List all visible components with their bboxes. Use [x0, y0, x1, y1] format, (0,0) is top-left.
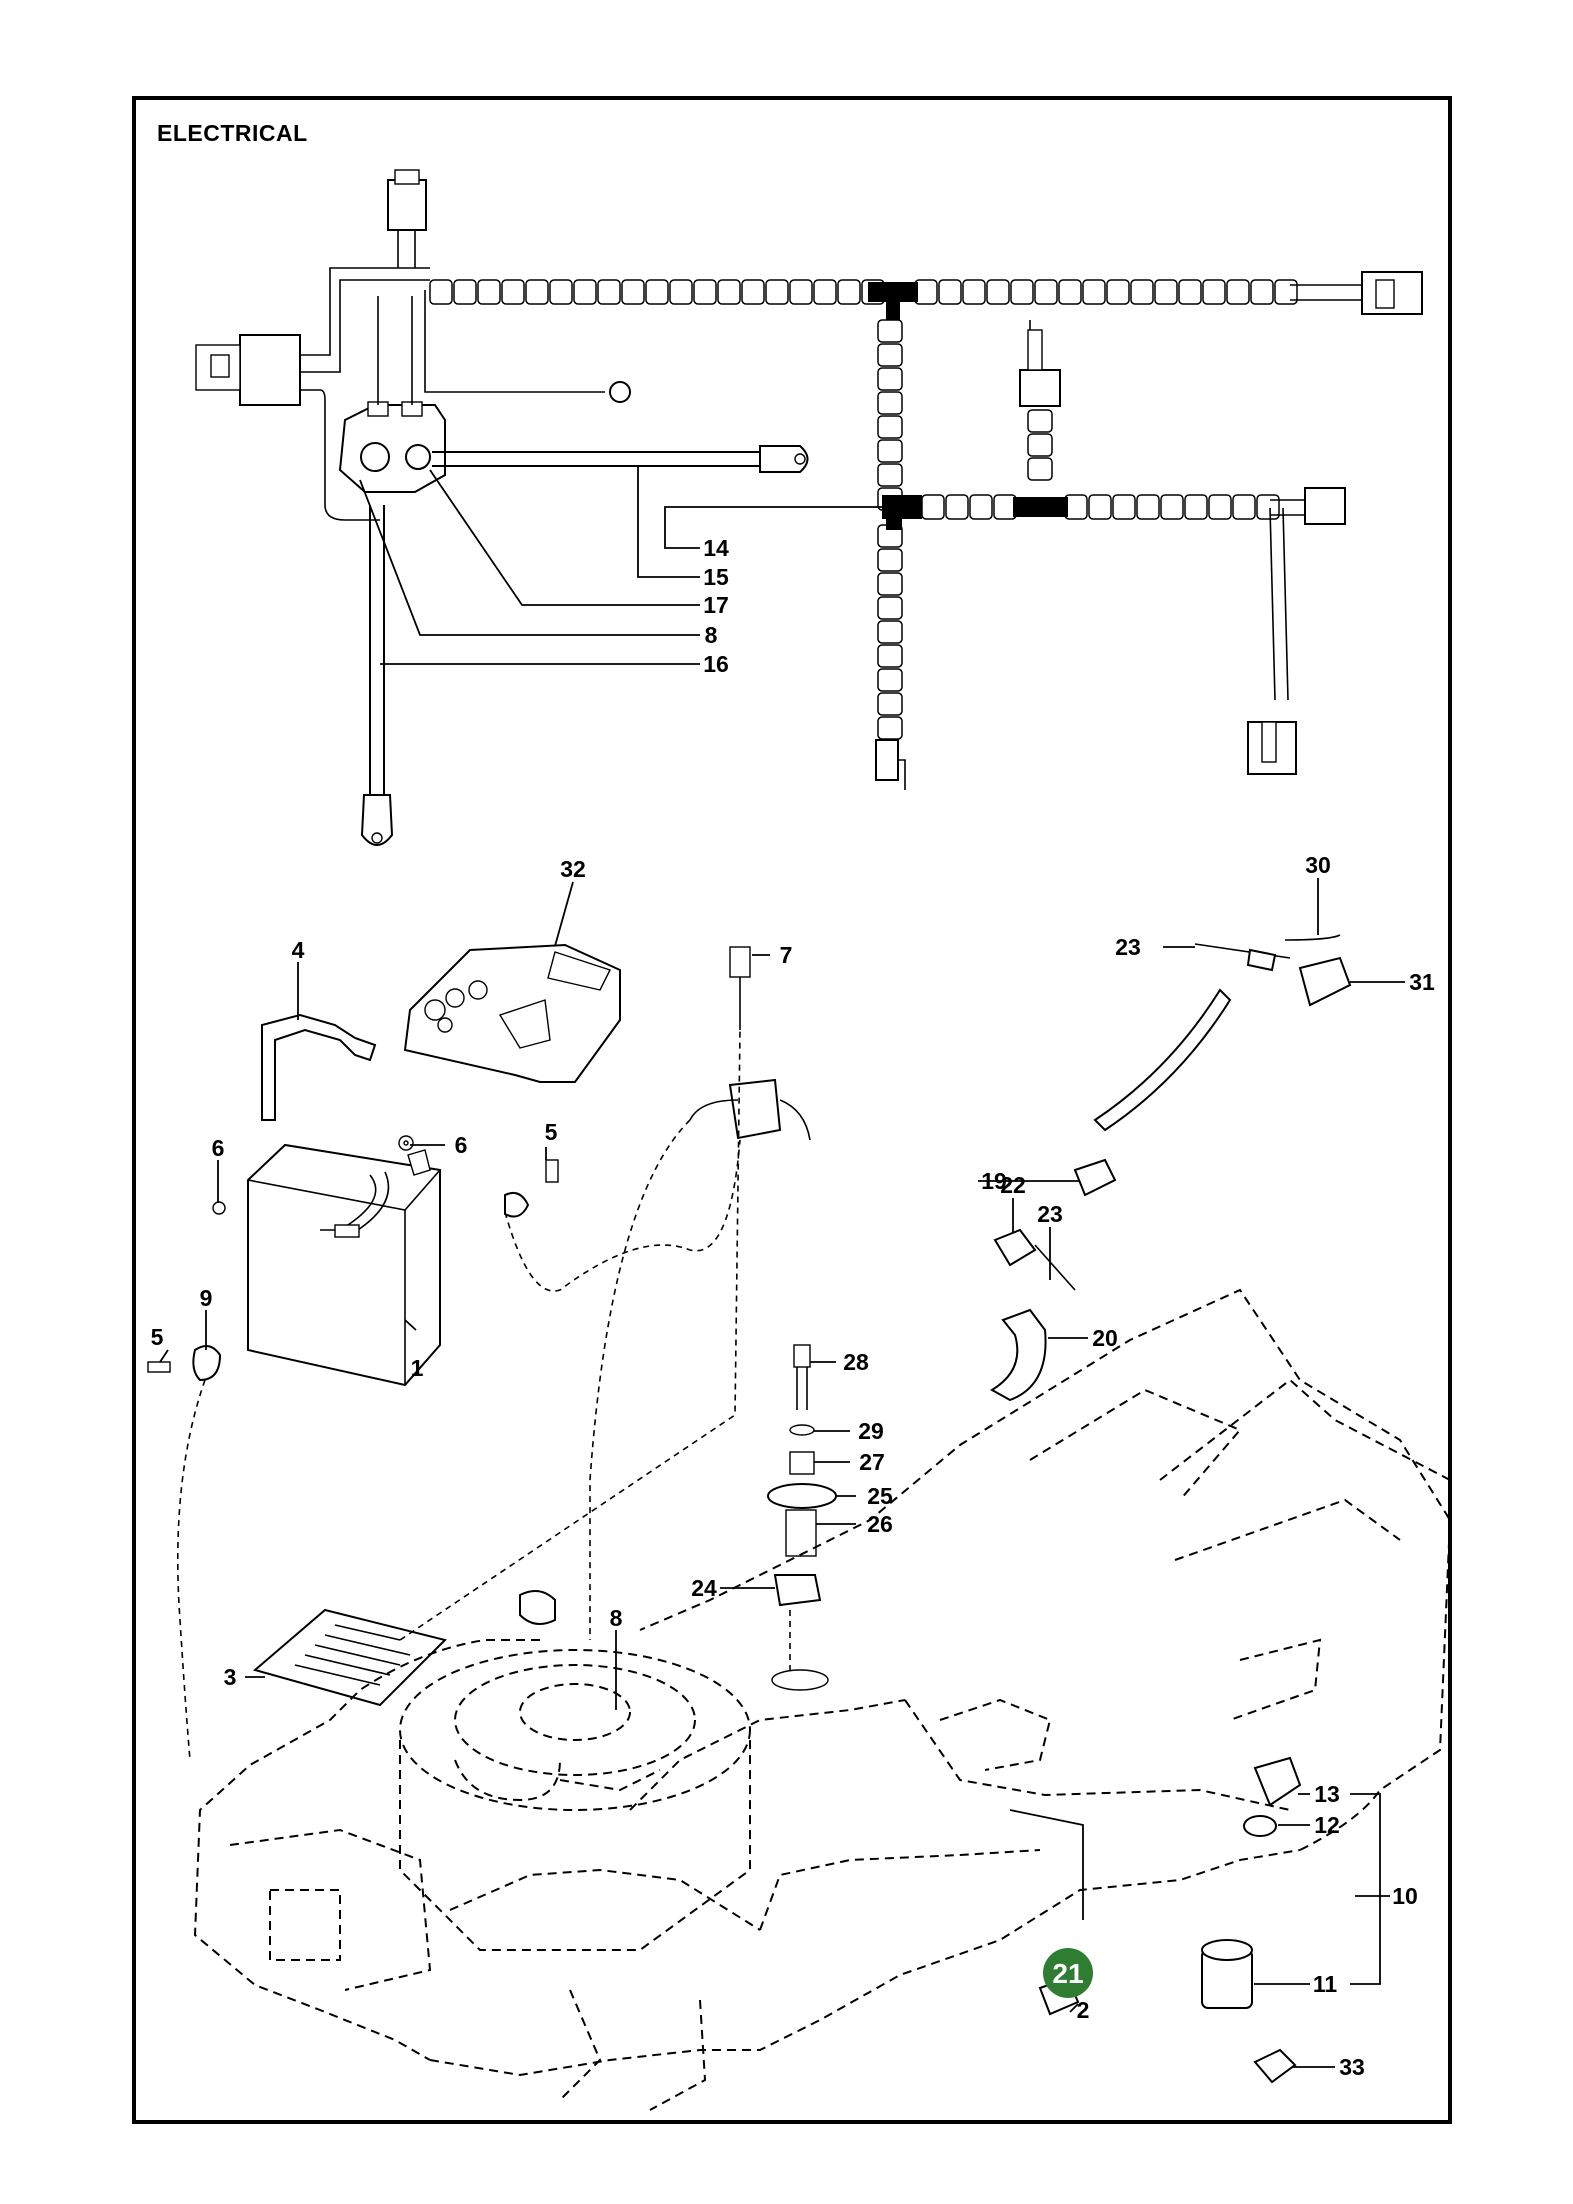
manual — [252, 1608, 447, 1707]
callout-19: 19 — [981, 1168, 1007, 1194]
callout-15: 15 — [703, 564, 729, 590]
callout-5a: 5 — [545, 1119, 558, 1145]
callout-13: 13 — [1314, 1781, 1340, 1807]
top-connector — [387, 179, 427, 231]
callout-7: 7 — [780, 942, 793, 968]
callout-8a: 8 — [705, 622, 718, 648]
solenoid — [338, 404, 446, 493]
callout-12: 12 — [1314, 1812, 1340, 1838]
callout-27: 27 — [859, 1449, 885, 1475]
callout-28: 28 — [843, 1349, 869, 1375]
fuse-holder — [589, 946, 811, 1640]
wire-harness — [195, 169, 1423, 846]
callout-33: 33 — [1339, 2054, 1365, 2080]
ignition-switch-group — [1038, 1756, 1302, 2084]
hardware-bolts — [147, 1135, 559, 1373]
mid-right-connector — [1304, 487, 1346, 525]
callout-31: 31 — [1409, 969, 1435, 995]
callout-30: 30 — [1305, 852, 1331, 878]
callout-1: 1 — [411, 1355, 424, 1381]
ground-cable — [177, 1379, 206, 1761]
callout-10: 10 — [1392, 1883, 1418, 1909]
switch-parts — [990, 934, 1352, 1402]
callout-26: 26 — [867, 1511, 893, 1537]
callout-6a: 6 — [212, 1135, 225, 1161]
battery-cover — [403, 943, 621, 1083]
leader-lines — [159, 466, 1405, 2068]
battery — [247, 1143, 441, 1387]
battery-hold-down — [261, 1013, 377, 1121]
callout-32: 32 — [560, 856, 586, 882]
relay — [239, 334, 301, 406]
callout-22: 22 — [1000, 1172, 1026, 1198]
post-assembly — [767, 1344, 837, 1691]
callout-20: 20 — [1092, 1325, 1118, 1351]
callout-23a: 23 — [1115, 934, 1141, 960]
callout-16: 16 — [703, 651, 729, 677]
callout-17: 17 — [703, 592, 729, 618]
callout-29: 29 — [858, 1418, 884, 1444]
callout-3: 3 — [224, 1664, 237, 1690]
callout-11: 11 — [1313, 1971, 1338, 1997]
engine — [399, 1590, 751, 1951]
callout-2: 2 — [1077, 1997, 1090, 2023]
diagram-title: ELECTRICAL — [157, 120, 308, 146]
tractor-chassis — [193, 1288, 1452, 2111]
diagram-frame — [132, 96, 1452, 2124]
callout-14: 14 — [703, 535, 729, 561]
callout-23b: 23 — [1037, 1201, 1063, 1227]
callout-6b: 6 — [455, 1132, 468, 1158]
callout-9: 9 — [200, 1285, 213, 1311]
callout-4: 4 — [292, 937, 305, 963]
callout-5b: 5 — [151, 1324, 164, 1350]
callout-24: 24 — [691, 1575, 717, 1601]
callout-21-badge — [1043, 1948, 1093, 1998]
callout-25: 25 — [867, 1483, 893, 1509]
callout-8b: 8 — [610, 1605, 623, 1631]
callout-21: 21 — [1052, 1958, 1083, 1989]
